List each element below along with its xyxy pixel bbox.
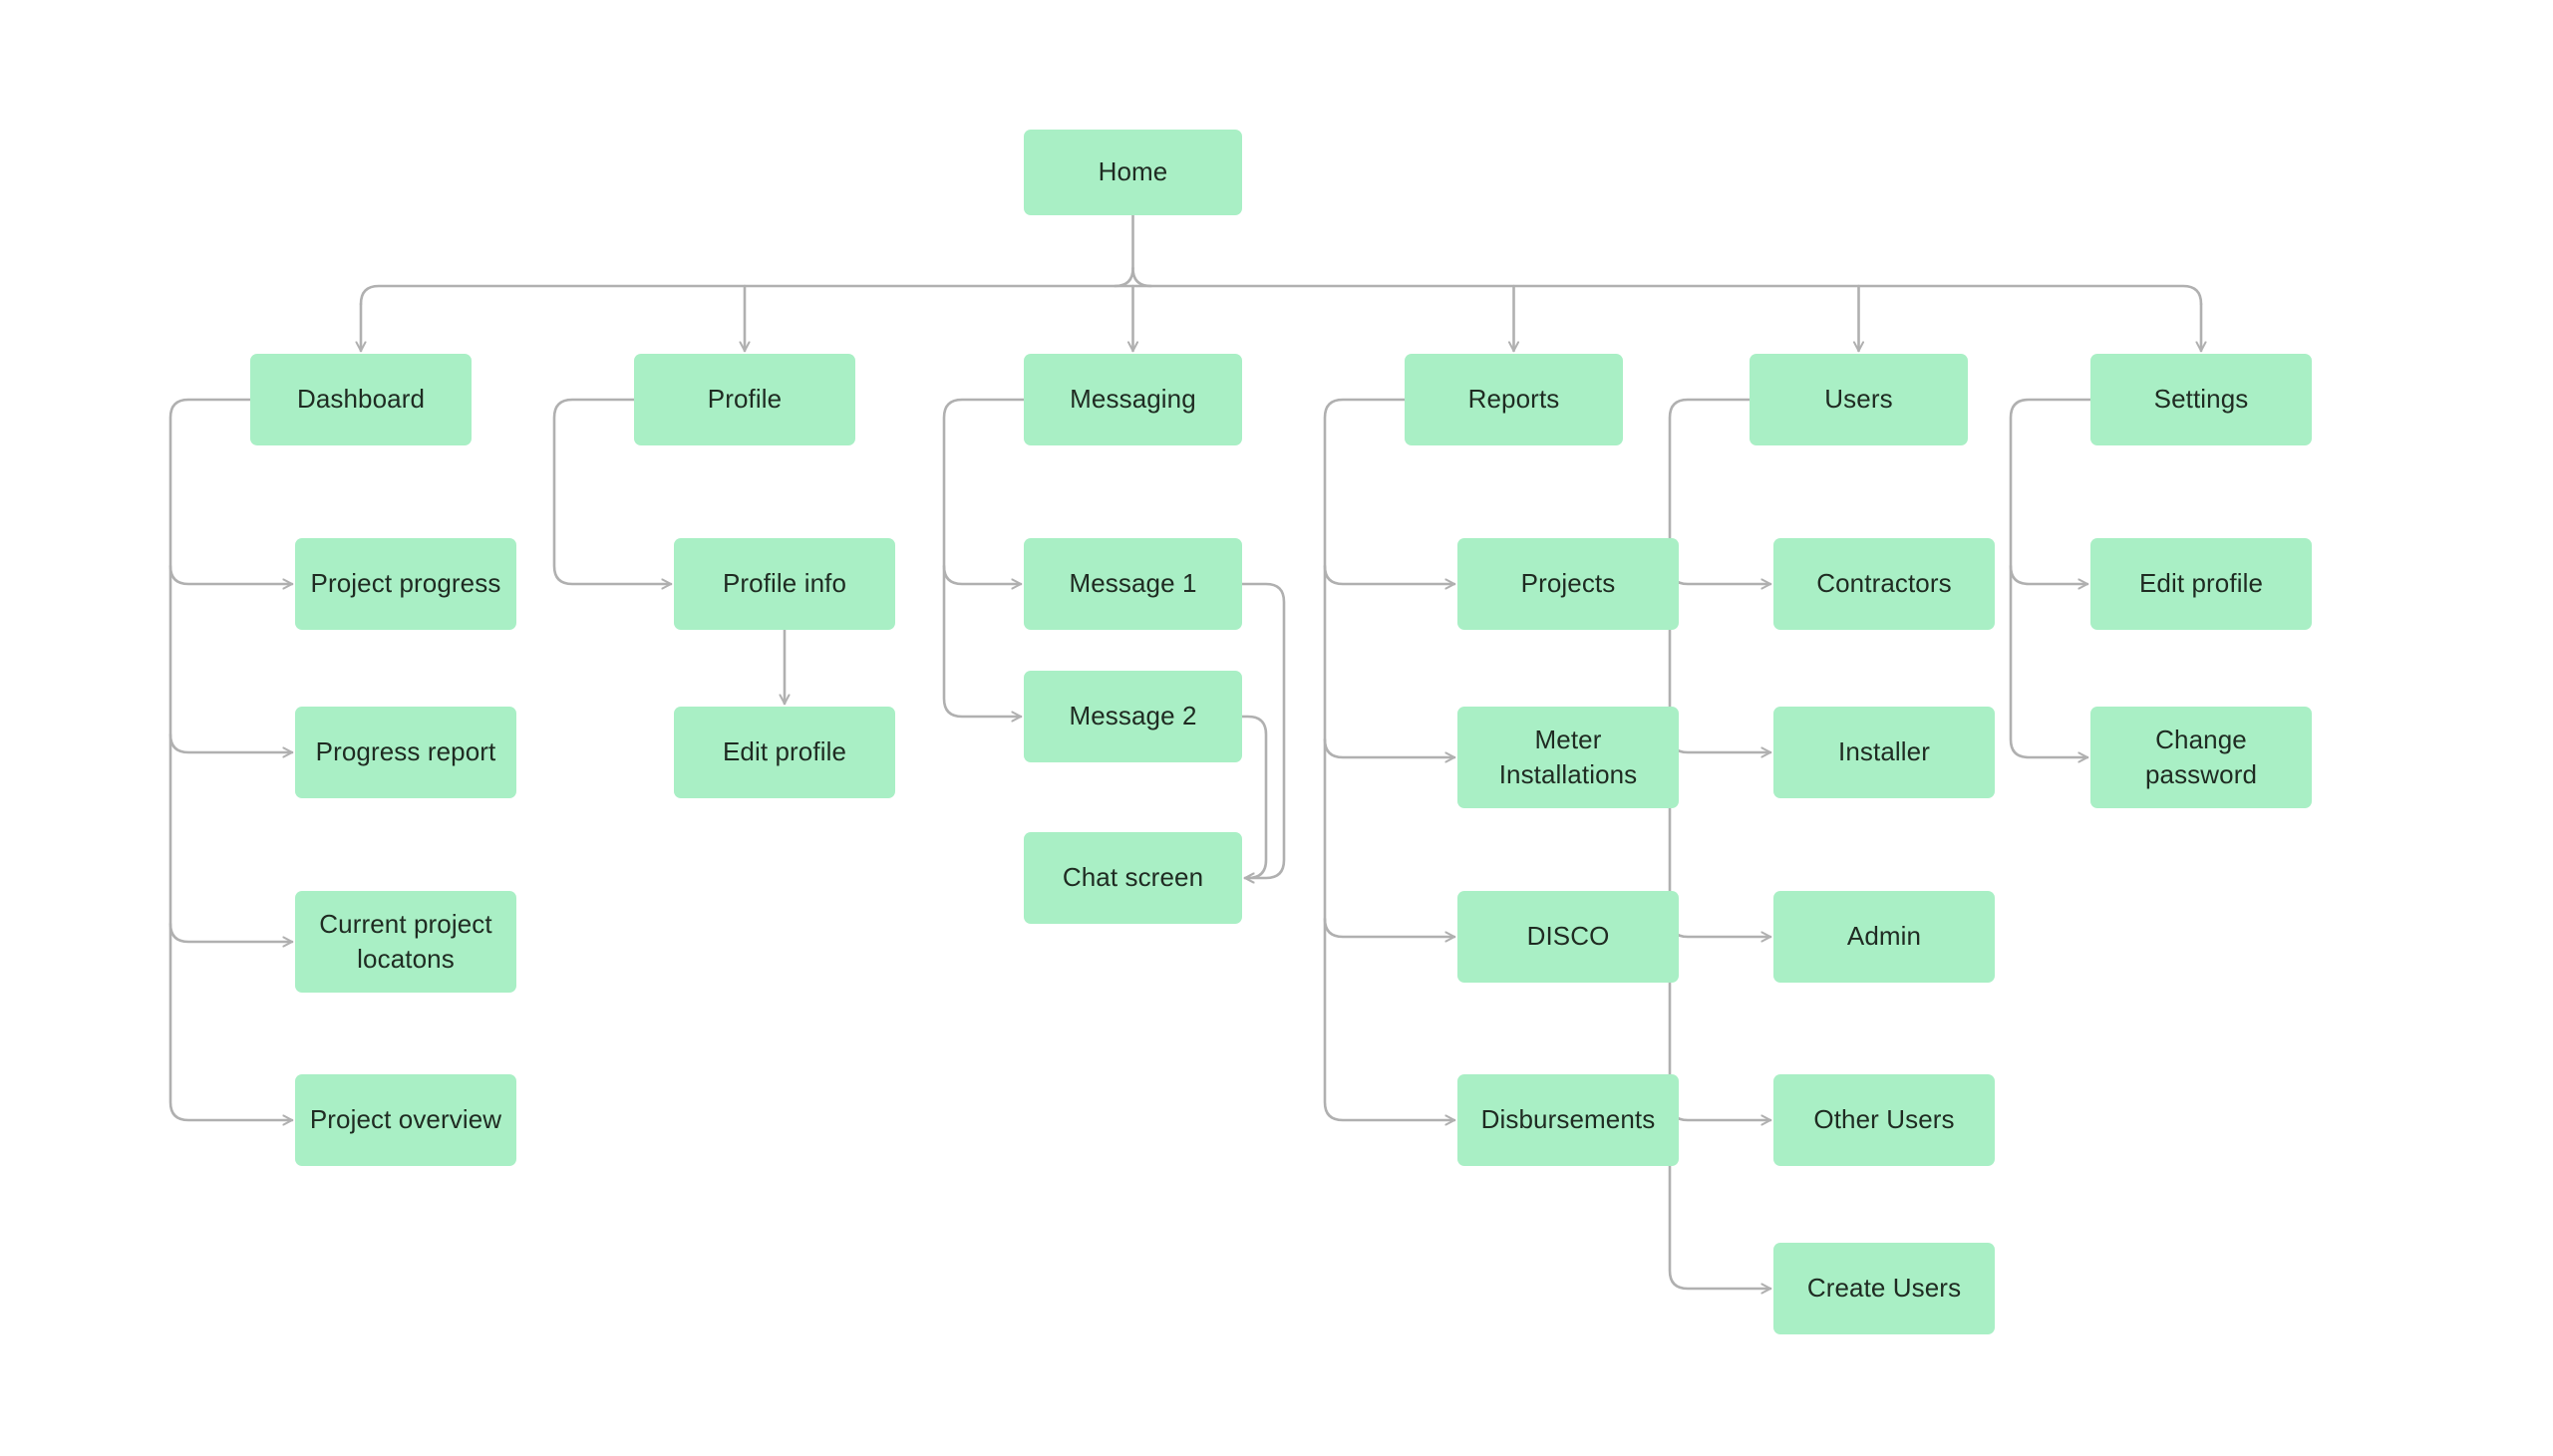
- node-profile[interactable]: Profile: [634, 354, 855, 445]
- node-label-change-password: Change password: [2144, 724, 2258, 789]
- node-label-meter-installations: Meter Installations: [1498, 724, 1638, 789]
- node-label-other-users: Other Users: [1813, 1104, 1955, 1135]
- node-label-message-2: Message 2: [1069, 701, 1197, 731]
- edge-branch-reports-disco: [1323, 917, 1456, 937]
- node-label-users: Users: [1824, 384, 1893, 415]
- node-edit-profile-1[interactable]: Edit profile: [674, 707, 895, 798]
- edge-branch-dashboard-progress-report: [168, 732, 294, 752]
- edge-message-2-to-chat-screen: [1240, 715, 1268, 878]
- edge-message-1-to-chat-screen: [1240, 582, 1286, 878]
- node-label-installer: Installer: [1838, 736, 1930, 767]
- node-label-contractors: Contractors: [1816, 568, 1952, 599]
- node-edit-profile-2[interactable]: Edit profile: [2090, 538, 2312, 630]
- node-admin[interactable]: Admin: [1773, 891, 1995, 983]
- node-label-settings: Settings: [2153, 384, 2249, 415]
- edge-branch-reports-meter-installations: [1323, 737, 1456, 757]
- edge-branch-reports-projects: [1323, 564, 1456, 584]
- node-label-messaging: Messaging: [1070, 384, 1196, 415]
- edge-branch-users-installer: [1668, 732, 1772, 752]
- edge-spine-dashboard: [168, 398, 294, 1120]
- node-label-message-1: Message 1: [1069, 568, 1197, 599]
- node-change-password[interactable]: Change password: [2090, 707, 2312, 808]
- node-other-users[interactable]: Other Users: [1773, 1074, 1995, 1166]
- edge-home-j-l: [1114, 266, 1134, 288]
- node-messaging[interactable]: Messaging: [1024, 354, 1242, 445]
- node-message-1[interactable]: Message 1: [1024, 538, 1242, 630]
- node-project-progress[interactable]: Project progress: [295, 538, 516, 630]
- node-installer[interactable]: Installer: [1773, 707, 1995, 798]
- node-label-reports: Reports: [1467, 384, 1560, 415]
- node-home[interactable]: Home: [1024, 130, 1242, 215]
- edge-home-rail: [359, 284, 2203, 306]
- node-label-profile: Profile: [707, 384, 783, 415]
- edge-branch-settings-edit-profile-2: [2009, 564, 2089, 584]
- node-disco[interactable]: DISCO: [1457, 891, 1679, 983]
- node-label-edit-profile-2: Edit profile: [2138, 568, 2264, 599]
- node-label-admin: Admin: [1846, 921, 1922, 952]
- node-users[interactable]: Users: [1750, 354, 1968, 445]
- node-label-current-project-locatons: Current project locatons: [319, 908, 492, 974]
- node-label-disco: DISCO: [1526, 921, 1610, 952]
- node-label-edit-profile-1: Edit profile: [722, 736, 847, 767]
- node-label-progress-report: Progress report: [315, 736, 496, 767]
- node-chat-screen[interactable]: Chat screen: [1024, 832, 1242, 924]
- node-project-overview[interactable]: Project overview: [295, 1074, 516, 1166]
- edge-branch-messaging-message-1: [942, 564, 1023, 584]
- edge-branch-users-other-users: [1668, 1100, 1772, 1120]
- node-profile-info[interactable]: Profile info: [674, 538, 895, 630]
- edge-spine-settings: [2009, 398, 2092, 757]
- node-label-project-progress: Project progress: [310, 568, 501, 599]
- node-label-profile-info: Profile info: [722, 568, 847, 599]
- node-settings[interactable]: Settings: [2090, 354, 2312, 445]
- edge-branch-dashboard-current-project-locatons: [168, 922, 294, 942]
- node-meter-installations[interactable]: Meter Installations: [1457, 707, 1679, 808]
- node-contractors[interactable]: Contractors: [1773, 538, 1995, 630]
- node-label-projects: Projects: [1520, 568, 1616, 599]
- node-current-project-locatons[interactable]: Current project locatons: [295, 891, 516, 993]
- edge-home-j-r: [1131, 266, 1152, 288]
- node-create-users[interactable]: Create Users: [1773, 1243, 1995, 1334]
- edge-branch-users-admin: [1668, 917, 1772, 937]
- node-label-create-users: Create Users: [1806, 1273, 1962, 1304]
- node-label-project-overview: Project overview: [309, 1104, 502, 1135]
- edge-spine-messaging: [942, 398, 1026, 717]
- node-dashboard[interactable]: Dashboard: [250, 354, 472, 445]
- edge-spine-users: [1668, 398, 1772, 1289]
- node-label-dashboard: Dashboard: [296, 384, 426, 415]
- edge-spine-reports: [1323, 398, 1456, 1120]
- node-reports[interactable]: Reports: [1405, 354, 1623, 445]
- node-label-chat-screen: Chat screen: [1062, 862, 1204, 893]
- node-label-disbursements: Disbursements: [1480, 1104, 1656, 1135]
- edge-branch-users-contractors: [1668, 564, 1772, 584]
- node-progress-report[interactable]: Progress report: [295, 707, 516, 798]
- node-projects[interactable]: Projects: [1457, 538, 1679, 630]
- node-label-home: Home: [1098, 156, 1168, 187]
- node-disbursements[interactable]: Disbursements: [1457, 1074, 1679, 1166]
- node-message-2[interactable]: Message 2: [1024, 671, 1242, 762]
- edge-branch-dashboard-project-progress: [168, 564, 294, 584]
